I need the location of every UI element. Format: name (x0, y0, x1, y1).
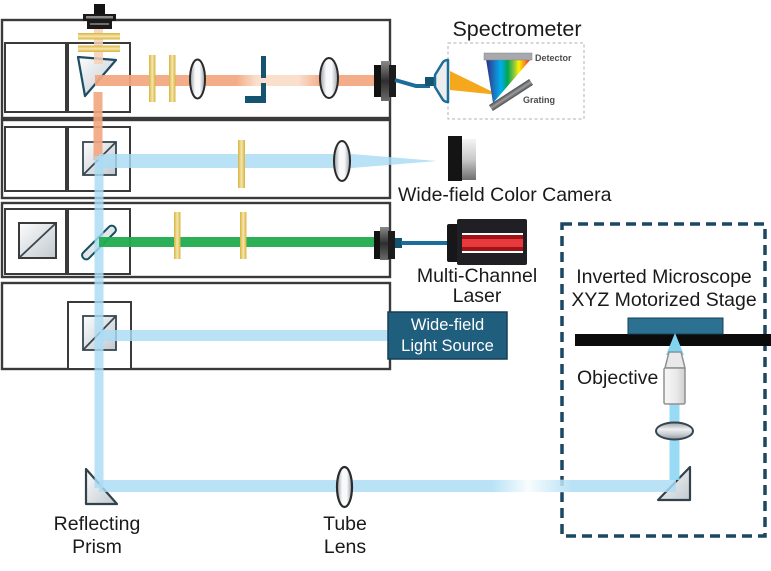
filter-slot-empty-1 (4, 42, 67, 113)
light-beams (93, 26, 684, 493)
color-camera-label: Wide-field Color Camera (398, 184, 612, 206)
objective-beam-vertical (669, 402, 680, 480)
lens-icon (333, 140, 351, 182)
motorized-stage-icon (627, 317, 724, 335)
microscope-label-line1: Inverted Microscope (576, 266, 752, 288)
inverted-microscope-dashed-box (560, 222, 767, 538)
light-source-label-line2: Light Source (401, 337, 494, 355)
input-beam-fan (450, 71, 499, 95)
microscope-lens-icon (655, 421, 694, 441)
focus-cone (666, 333, 684, 355)
filter-icon (169, 55, 176, 102)
emission-filters (78, 33, 247, 259)
emission-beam-vertical (93, 92, 103, 160)
camera-beam-horizontal (99, 154, 352, 168)
lens-icon (319, 57, 339, 99)
spectrometer-beam-horizontal (95, 75, 378, 86)
lightsource-beam-horizontal (100, 330, 390, 341)
color-camera-icon (448, 136, 476, 181)
spectrometer-label: Spectrometer (452, 17, 581, 41)
microscope-label-line2: XYZ Motorized Stage (571, 289, 756, 311)
slit-aperture-icon (245, 56, 266, 103)
bottom-beam-horizontal (99, 480, 676, 492)
filter-icon (238, 140, 245, 188)
tube-lens-label-line2: Lens (324, 536, 367, 558)
spectrometer-camera-icon (374, 61, 396, 101)
laser-label-line1: Multi-Channel (417, 265, 537, 287)
multi-channel-laser-icon (447, 219, 527, 265)
dispersed-spectrum-fan (486, 59, 531, 103)
filter-icon (174, 212, 181, 259)
filter-icon (78, 45, 120, 52)
detector-label: Detector (535, 53, 572, 63)
filter-icon (240, 212, 247, 259)
module-row-lightsource-path (0, 281, 392, 371)
mirror-icon (18, 222, 57, 259)
reflecting-prism-label-line1: Reflecting (54, 513, 141, 535)
top-camera-icon (83, 4, 116, 29)
beam-fade-overlay (492, 479, 572, 493)
laser-label-line2: Laser (453, 285, 502, 307)
lens-icon (189, 58, 206, 100)
grating-icon (488, 78, 534, 112)
tube-lens-icon (335, 465, 354, 509)
laser-beam-horizontal (99, 237, 378, 247)
fiber-cable (394, 78, 430, 88)
tube-lens-label-line1: Tube (323, 513, 367, 535)
camera-beam-focus-taper (352, 154, 437, 168)
filter-slot-empty-2 (4, 126, 67, 192)
laser-coupler-icon (374, 227, 402, 260)
objective-label: Objective (577, 367, 658, 389)
light-source-label-line1: Wide-field (411, 316, 484, 334)
filter-icon (149, 55, 156, 102)
objective-icon (663, 351, 686, 405)
main-beam-vertical (94, 156, 104, 488)
light-source-box (387, 311, 508, 360)
grating-label: Grating (523, 95, 555, 105)
detector-bar-icon (483, 52, 533, 61)
reflecting-prism-label-line2: Prism (72, 536, 122, 558)
emission-beam-vertical-faint (94, 26, 103, 64)
filter-icon (78, 33, 120, 40)
fiber-coupler-icon (425, 58, 450, 104)
